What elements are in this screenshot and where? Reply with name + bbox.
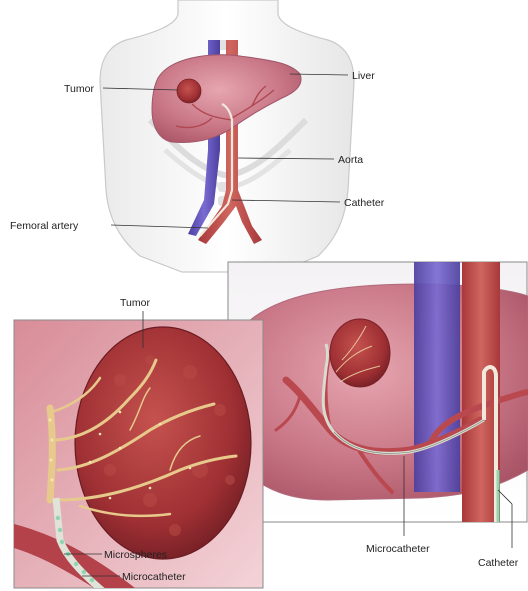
torso-figure: [100, 0, 354, 272]
label-catheter-top: Catheter: [344, 197, 385, 209]
label-microspheres: Microspheres: [104, 549, 167, 561]
label-tumor-top: Tumor: [64, 83, 94, 95]
label-femoral-artery: Femoral artery: [10, 220, 79, 232]
tumor-inset: [75, 327, 251, 559]
label-microcatheter-right: Microcatheter: [366, 543, 430, 555]
tumor: [177, 79, 201, 103]
tumor-closeup: [330, 319, 390, 387]
label-microcatheter-left: Microcatheter: [122, 571, 186, 583]
label-aorta: Aorta: [338, 154, 363, 166]
label-catheter-right: Catheter: [478, 557, 519, 569]
right-inset: [228, 262, 528, 522]
label-tumor-inset: Tumor: [120, 297, 150, 309]
label-liver: Liver: [352, 70, 375, 82]
vena-cava-closeup: [414, 262, 460, 492]
